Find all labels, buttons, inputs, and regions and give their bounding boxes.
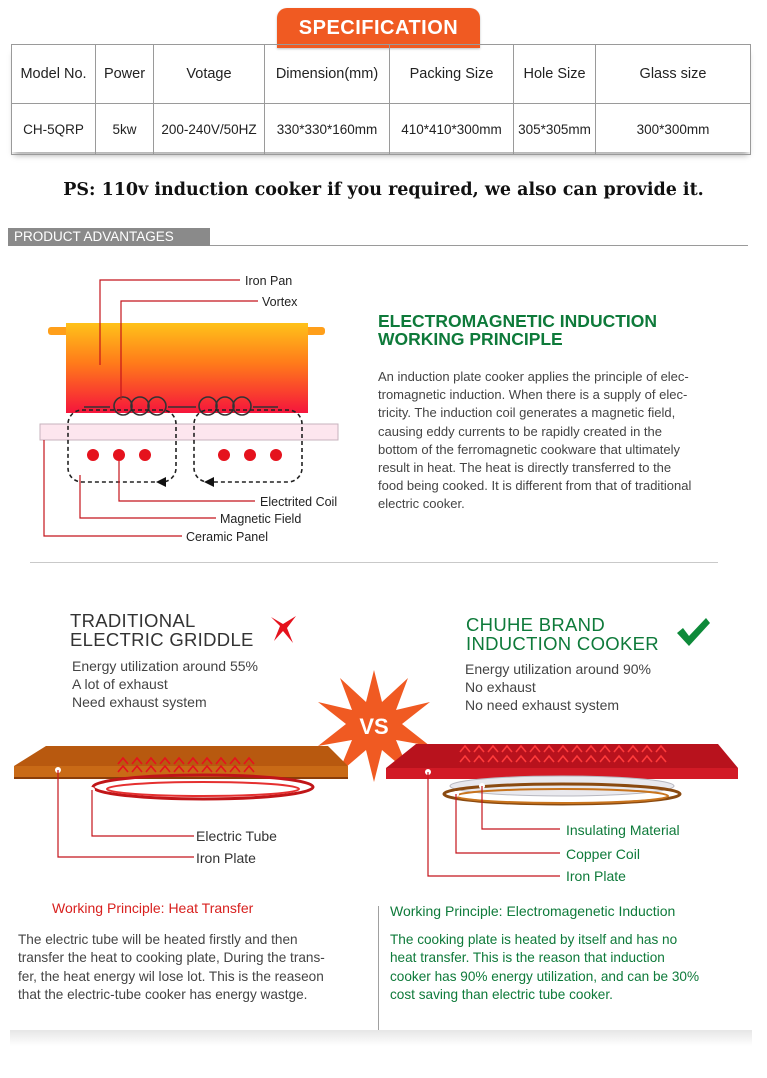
principle-title: ELECTROMAGNETIC INDUCTION WORKING PRINCI… [378,312,657,348]
header-glass-size: Glass size [595,44,751,104]
principle-line: food being cooked. It is different from … [378,478,692,494]
pan-handle-right [305,327,325,335]
traditional-principle: Working Principle: Heat Transfer [52,900,254,916]
label-iron-plate-chuhe: Iron Plate [566,868,626,884]
chuhe-features: Energy utilization around 90% No exhaust… [465,660,651,714]
description-line: that the electric-tube cooker has energy… [18,986,308,1002]
label-magnetic-field: Magnetic Field [220,512,302,526]
description-line: transfer the heat to cooking plate, Duri… [18,950,325,966]
label-electric-tube: Electric Tube [196,828,277,844]
label-insulating-material: Insulating Material [566,822,680,838]
cross-icon [271,616,296,643]
vortex-coils [84,396,278,416]
traditional-description: The electric tube will be heated firstly… [18,931,373,1004]
principle-title-line1: ELECTROMAGNETIC INDUCTION [378,311,658,331]
description-line: heat transfer. This is the reason that i… [390,950,665,966]
chuhe-title-line2: INDUCTION COOKER [466,633,659,654]
principle-line: tricity. The induction coil generates a … [378,405,676,421]
feature-item: No exhaust [465,679,536,695]
principle-line: result in heat. The heat is directly tra… [378,460,672,476]
header-packing-size: Packing Size [389,44,514,104]
label-iron-plate-traditional: Iron Plate [196,850,256,866]
principle-line: tromagnetic induction. When there is a s… [378,387,688,403]
induction-cooker-diagram [386,744,738,877]
traditional-griddle-diagram [14,746,348,858]
principle-line: causing eddy currents to be rapidly crea… [378,423,663,439]
label-iron-pan: Iron Pan [245,274,293,288]
cell-hole-size: 305*305mm [513,103,596,155]
principle-title-line2: WORKING PRINCIPLE [378,329,563,349]
chuhe-description: The cooking plate is heated by itself an… [390,931,750,1004]
principle-text: An induction plate cooker applies the pr… [378,368,748,514]
traditional-title: TRADITIONAL ELECTRIC GRIDDLE [70,611,254,649]
check-icon [677,618,710,646]
description-line: The electric tube will be heated firstly… [18,932,298,947]
header-dimension: Dimension(mm) [264,44,390,104]
cell-voltage: 200-240V/50HZ [153,103,265,155]
electric-coil-dots [87,449,282,461]
feature-item: No need exhaust system [465,697,620,713]
label-copper-coil: Copper Coil [566,846,640,862]
header-model-no: Model No. [11,44,96,104]
spec-table: Model No. Power Votage Dimension(mm) Pac… [11,44,751,155]
product-advantages-heading: PRODUCT ADVANTAGES [8,228,210,246]
description-line: The cooking plate is heated by itself an… [390,932,678,947]
principle-line: bottom of the ferromagnetic cookware tha… [378,441,681,457]
specification-tab: SPECIFICATION [277,8,480,48]
label-ceramic-panel: Ceramic Panel [186,530,268,544]
feature-item: Energy utilization around 90% [465,661,652,677]
cell-power: 5kw [95,103,154,155]
ps-note: PS: 110v induction cooker if you require… [63,180,704,200]
header-power: Power [95,44,154,104]
feature-item: Energy utilization around 55% [72,658,259,674]
cell-glass-size: 300*300mm [595,103,751,155]
feature-item: A lot of exhaust [72,676,168,692]
magnetic-field-loops [67,409,303,483]
vs-burst: VS [318,670,430,782]
chuhe-principle: Working Principle: Electromagenetic Indu… [390,903,676,919]
cell-packing-size: 410*410*300mm [389,103,514,155]
header-hole-size: Hole Size [513,44,596,104]
cell-dimension: 330*330*160mm [264,103,390,155]
cell-model-no: CH-5QRP [11,103,96,155]
ceramic-panel-shape [39,423,339,441]
chuhe-title: CHUHE BRAND INDUCTION COOKER [466,615,659,653]
pan-handle-left [48,327,69,335]
iron-pan-shape [66,323,308,413]
traditional-title-line2: ELECTRIC GRIDDLE [70,629,254,650]
description-line: fer, the heat energy wil lose lot. This … [18,968,324,984]
traditional-features: Energy utilization around 55% A lot of e… [72,657,258,711]
header-voltage: Votage [153,44,265,104]
section-rule [210,245,748,246]
traditional-title-line1: TRADITIONAL [70,610,196,631]
principle-line: An induction plate cooker applies the pr… [378,369,689,384]
label-electrited-coil: Electrited Coil [260,495,338,509]
section-divider [30,562,718,563]
induction-principle-diagram [39,279,339,537]
bottom-shadow [10,1030,752,1046]
chuhe-title-line1: CHUHE BRAND [466,614,605,635]
principle-line: electric cooker. [378,496,465,512]
description-line: cooker has 90% energy utilization, and c… [390,968,700,984]
description-line: cost saving than electric tube cooker. [390,986,613,1002]
comparison-divider [378,906,379,1030]
vs-label: VS [359,714,388,739]
label-vortex: Vortex [262,295,298,309]
feature-item: Need exhaust system [72,694,207,710]
